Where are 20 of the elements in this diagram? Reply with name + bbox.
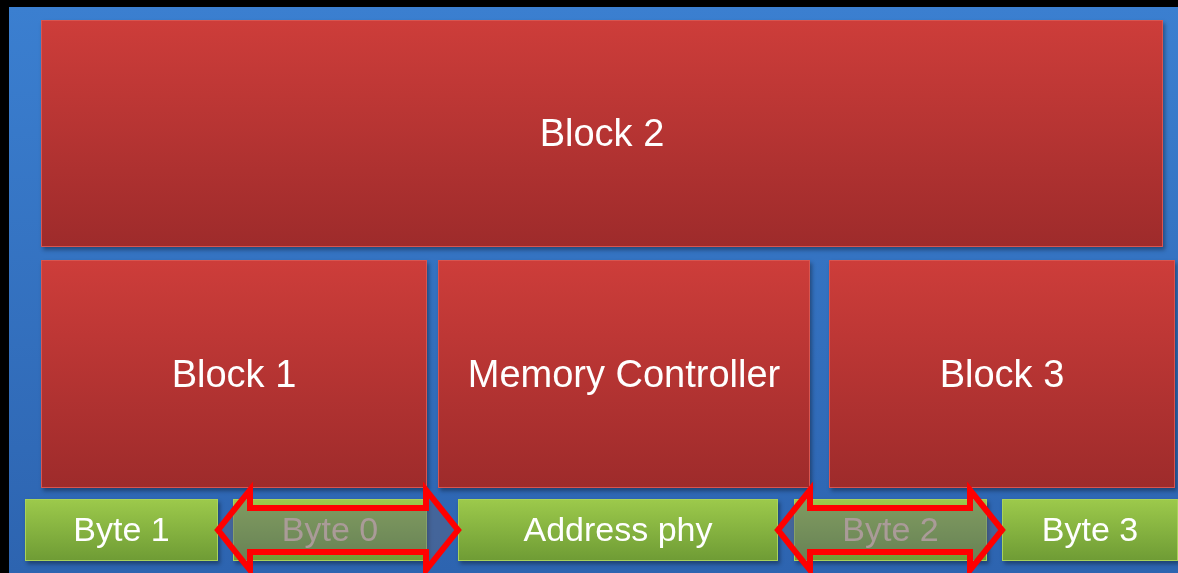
block-label: Byte 3 [1040, 509, 1140, 551]
byte-lane-box [794, 499, 987, 561]
block-label: Memory Controller [466, 351, 782, 397]
block-box [41, 20, 1163, 247]
double-arrow [774, 481, 1006, 573]
block-label: Byte 1 [72, 509, 171, 551]
block-box [829, 260, 1175, 488]
block-label: Byte 2 [841, 509, 940, 551]
byte-lane-box [233, 499, 427, 561]
block-label: Address phy [522, 509, 714, 551]
block-label: Block 1 [170, 351, 298, 397]
byte-lane-box [25, 499, 218, 561]
block-label: Block 2 [538, 111, 666, 157]
byte-lane-box [458, 499, 778, 561]
block-box [438, 260, 810, 488]
block-box [41, 260, 427, 488]
byte-lane-box [1002, 499, 1178, 561]
block-label: Byte 0 [280, 509, 380, 551]
double-arrow [214, 481, 462, 573]
block-label: Block 3 [938, 351, 1066, 397]
